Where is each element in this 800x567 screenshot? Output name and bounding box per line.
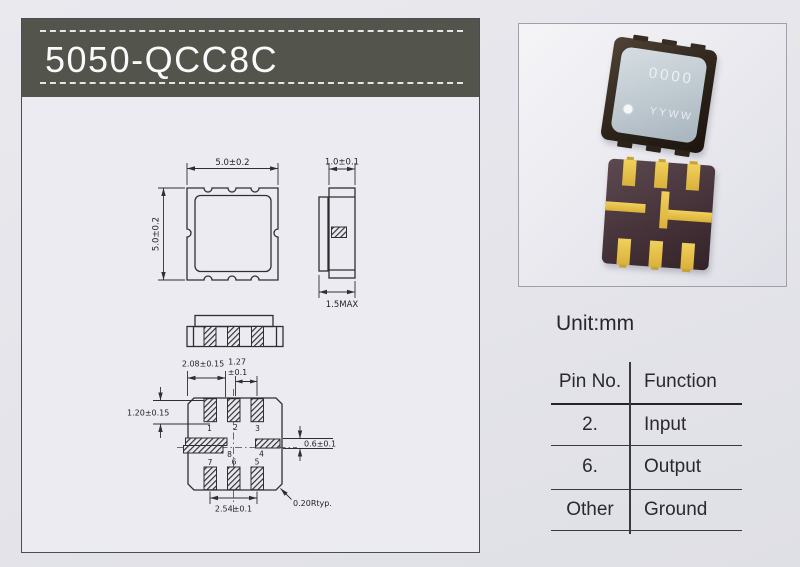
- castellation-tab: [645, 144, 662, 153]
- package-top-photo: 0000 YYWW: [599, 34, 719, 158]
- castellation-tab: [661, 38, 677, 47]
- dim-bottom-pitch: 2.54±0.1: [215, 505, 252, 514]
- pin-number-3: 3: [255, 424, 260, 433]
- dim-mid-pad: 0.6±0.1: [304, 440, 336, 449]
- header-dash-bottom: [40, 82, 463, 84]
- dim-body-height: 5.0±0.2: [152, 217, 162, 251]
- castellation-tab: [674, 148, 690, 158]
- side-view: 1.0±0.1 1.5MAX: [318, 158, 359, 310]
- function-cell: Output: [644, 456, 702, 478]
- pin-number-7: 7: [208, 458, 213, 467]
- pin-function-table: Pin No. Function 2. Input 6. Output Othe…: [551, 362, 742, 534]
- castellation-tab: [690, 43, 706, 51]
- table-row: 6. Output: [551, 446, 742, 490]
- table-header-row: Pin No. Function: [551, 362, 742, 405]
- pin-cell: 6.: [582, 456, 598, 478]
- dim-pad-height: 1.20±0.15: [127, 409, 169, 418]
- dim-corner-radius: 0.20Rtyp.: [293, 499, 332, 508]
- castellation-tab: [616, 140, 633, 149]
- gold-pad: [679, 242, 696, 270]
- package-bottom-photo: [601, 156, 716, 273]
- dim-pad-offset: 2.08±0.15: [182, 360, 224, 369]
- part-number: 5050-QCC8C: [45, 39, 279, 80]
- pin-number-4: 4: [259, 450, 264, 459]
- pin-number-6: 6: [232, 458, 237, 467]
- gold-pad-strip-right: [665, 209, 713, 223]
- top-view: 5.0±0.2 5.0±0.2: [152, 158, 279, 281]
- date-code: YYWW: [648, 105, 694, 124]
- gold-pad: [648, 240, 664, 268]
- col-header-function: Function: [644, 371, 717, 393]
- dim-total-height: 1.5MAX: [326, 300, 359, 310]
- castellation-tab: [632, 34, 649, 42]
- pin-number-1: 1: [207, 424, 212, 433]
- front-view: [186, 314, 284, 348]
- dim-pitch-value: 1.27: [228, 358, 246, 367]
- part-number-header: 5050-QCC8C: [22, 19, 479, 97]
- package-lid: 0000 YYWW: [610, 46, 708, 144]
- pin-number-8: 8: [227, 450, 232, 459]
- pin-number-2: 2: [233, 423, 238, 432]
- col-header-pin: Pin No.: [558, 371, 622, 393]
- pin-cell: 2.: [582, 413, 598, 435]
- table-divider: [629, 362, 631, 534]
- header-dash-top: [40, 30, 463, 32]
- function-cell: Ground: [644, 499, 708, 520]
- unit-label: Unit:mm: [556, 312, 635, 335]
- pin-number-5: 5: [255, 458, 260, 467]
- table-row: 2. Input: [551, 405, 742, 446]
- gold-pad: [685, 163, 701, 192]
- dim-pitch-tol: ±0.1: [228, 368, 247, 377]
- pin1-dot: [623, 103, 634, 114]
- dim-body-width: 5.0±0.2: [215, 158, 249, 168]
- gold-pad: [653, 161, 670, 189]
- gold-pad: [616, 237, 632, 266]
- function-cell: Input: [644, 413, 687, 435]
- drawing-panel: 5050-QCC8C 5.0±0.2 5.0±0.: [21, 18, 480, 553]
- gold-pad: [621, 159, 638, 187]
- dim-side-width: 1.0±0.1: [325, 158, 359, 168]
- bottom-view: 1 2 3 8 4 7 6 5 2.08±0.15 1.27 ±0.1: [127, 358, 336, 514]
- gold-pad-strip-left: [605, 201, 646, 214]
- product-photo-box: 0000 YYWW: [518, 23, 787, 287]
- pin-cell: Other: [566, 499, 614, 520]
- marking-code: 0000: [647, 64, 696, 88]
- technical-drawing: 5.0±0.2 5.0±0.2 1.0±0.1: [127, 158, 359, 514]
- table-row: Other Ground: [551, 490, 742, 531]
- gold-center-bar: [658, 191, 670, 229]
